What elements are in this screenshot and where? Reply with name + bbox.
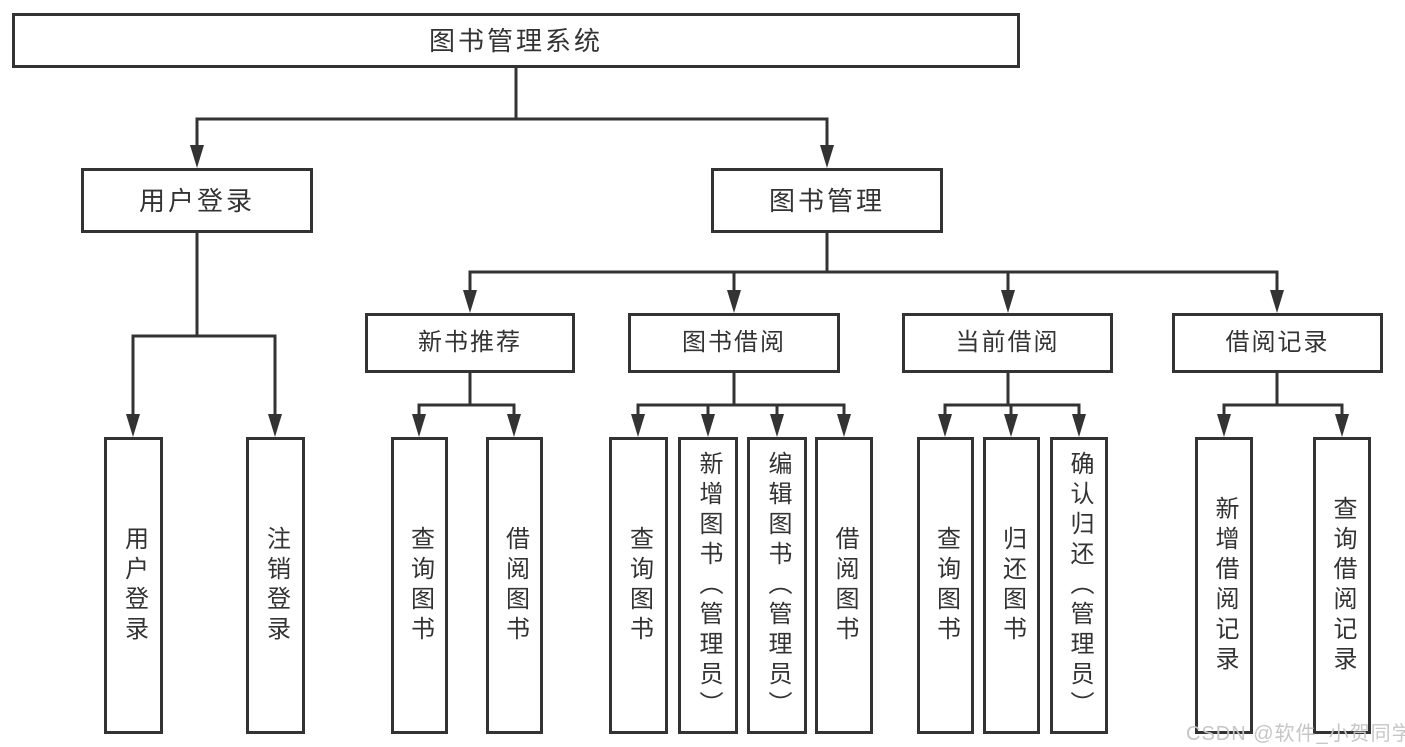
node-label: 用户登录 — [138, 185, 255, 216]
node-label: 借阅图书 — [501, 525, 529, 646]
node-label: 注销登录 — [262, 525, 290, 646]
node-label: 新书推荐 — [418, 329, 522, 356]
node-book-management: 图书管理 — [711, 168, 943, 233]
node-edit-books-admin: 编辑图书（管理员） — [747, 437, 807, 734]
node-label: 新增图书（管理员） — [695, 450, 722, 721]
node-user-login-leaf: 用户登录 — [104, 437, 163, 734]
node-label: 查询图书 — [625, 525, 653, 646]
node-current-borrowing: 当前借阅 — [902, 313, 1113, 373]
node-label: 新增借阅记录 — [1211, 495, 1238, 676]
node-label: 编辑图书（管理员） — [764, 450, 791, 721]
node-label: 借阅图书 — [831, 525, 858, 646]
node-add-borrow-record: 新增借阅记录 — [1195, 437, 1253, 734]
node-label: 图书借阅 — [682, 329, 786, 356]
node-library-management-system: 图书管理系统 — [12, 13, 1020, 68]
node-return-books: 归还图书 — [983, 437, 1040, 734]
node-label: 查询图书 — [406, 525, 434, 646]
node-label: 当前借阅 — [955, 329, 1060, 356]
node-add-books-admin: 新增图书（管理员） — [678, 437, 738, 734]
node-borrowing-records: 借阅记录 — [1172, 313, 1383, 373]
node-query-books-current: 查询图书 — [917, 437, 974, 734]
node-confirm-return-admin: 确认归还（管理员） — [1050, 437, 1108, 734]
node-query-books-borrowing: 查询图书 — [609, 437, 668, 734]
node-label: 查询借阅记录 — [1329, 495, 1356, 676]
node-logout: 注销登录 — [246, 437, 305, 734]
node-label: 查询图书 — [932, 525, 960, 646]
node-label: 借阅记录 — [1225, 329, 1330, 356]
node-label: 图书管理 — [768, 185, 885, 216]
node-book-borrowing: 图书借阅 — [628, 313, 840, 373]
node-borrow-books: 借阅图书 — [815, 437, 873, 734]
node-user-login: 用户登录 — [81, 168, 313, 233]
node-borrow-books-recommend: 借阅图书 — [486, 437, 543, 734]
node-query-borrow-record: 查询借阅记录 — [1313, 437, 1371, 734]
node-query-books-recommend: 查询图书 — [391, 437, 448, 734]
node-label: 图书管理系统 — [428, 25, 603, 56]
node-label: 归还图书 — [998, 525, 1026, 646]
node-new-book-recommendation: 新书推荐 — [365, 313, 575, 373]
csdn-watermark: CSDN @软件_小贺同学 — [1186, 723, 1405, 745]
node-label: 确认归还（管理员） — [1066, 450, 1093, 721]
node-label: 用户登录 — [120, 525, 148, 646]
